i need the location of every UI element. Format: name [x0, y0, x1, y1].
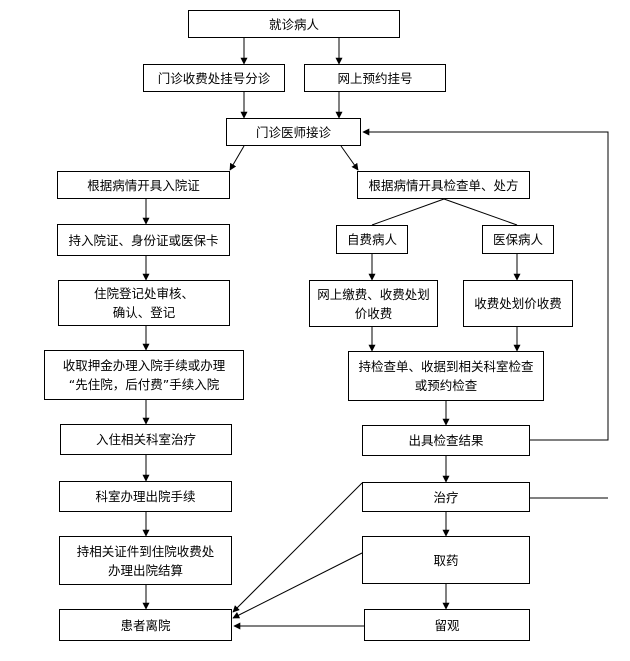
node-online-register: 网上预约挂号	[304, 64, 446, 92]
node-hold-cert-label: 持入院证、身份证或医保卡	[68, 232, 219, 248]
branch-to-self-pay	[371, 198, 445, 226]
node-ward-label: 入住相关科室治疗	[95, 432, 196, 447]
arrow-medicine-to-leave	[232, 552, 363, 619]
arrow-treatment-to-leave	[232, 482, 363, 613]
node-do-exam: 持检查单、收据到相关科室检查 或预约检查	[348, 351, 544, 401]
node-results: 出具检查结果	[362, 425, 530, 456]
node-deposit: 收取押金办理入院手续或办理 “先住院，后付费”手续入院	[44, 350, 244, 400]
node-ward: 入住相关科室治疗	[60, 424, 232, 455]
node-insured: 医保病人	[482, 225, 554, 254]
node-online-pay-label: 网上缴费、收费处划 价收费	[317, 286, 430, 321]
node-insured-label: 医保病人	[492, 232, 543, 247]
node-self-pay-label: 自费病人	[346, 232, 397, 247]
node-pricing: 收费处划价收费	[463, 280, 573, 327]
node-discharge: 科室办理出院手续	[59, 481, 232, 512]
node-treatment: 治疗	[362, 482, 530, 512]
node-registration-office-label: 住院登记处审核、 确认、登记	[93, 286, 194, 320]
node-deposit-label: 收取押金办理入院手续或办理 “先住院，后付费”手续入院	[62, 358, 226, 392]
node-settlement: 持相关证件到住院收费处 办理出院结算	[59, 536, 232, 585]
node-discharge-label: 科室办理出院手续	[95, 489, 196, 504]
node-settlement-label: 持相关证件到住院收费处 办理出院结算	[76, 543, 215, 578]
node-exam-orders-label: 根据病情开具检查单、处方	[368, 177, 519, 193]
node-registration-office: 住院登记处审核、 确认、登记	[58, 280, 230, 326]
node-pricing-label: 收费处划价收费	[474, 296, 562, 311]
node-admission-cert-label: 根据病情开具入院证	[87, 177, 200, 193]
node-online-pay: 网上缴费、收费处划 价收费	[309, 280, 438, 327]
node-outpatient-register: 门诊收费处挂号分诊	[143, 64, 285, 92]
node-online-register-label: 网上预约挂号	[337, 70, 413, 86]
node-observe-label: 留观	[434, 617, 460, 633]
branch-to-insured	[443, 198, 518, 226]
node-observe: 留观	[364, 609, 530, 641]
node-leave: 患者离院	[59, 609, 232, 641]
node-patient: 就诊病人	[188, 10, 400, 38]
node-admission-cert: 根据病情开具入院证	[57, 171, 230, 199]
node-medicine-label: 取药	[433, 552, 459, 568]
node-self-pay: 自费病人	[336, 225, 408, 254]
node-results-label: 出具检查结果	[408, 433, 484, 448]
node-patient-label: 就诊病人	[268, 16, 319, 32]
node-medicine: 取药	[362, 536, 530, 584]
node-do-exam-label: 持检查单、收据到相关科室检查 或预约检查	[358, 359, 534, 393]
node-treatment-label: 治疗	[433, 489, 459, 505]
node-leave-label: 患者离院	[120, 617, 171, 633]
arrow-doctor-to-admission	[229, 145, 245, 171]
loop-results-to-doctor	[362, 128, 609, 441]
node-outpatient-register-label: 门诊收费处挂号分诊	[157, 70, 271, 86]
node-doctor: 门诊医师接诊	[226, 118, 361, 146]
node-hold-cert: 持入院证、身份证或医保卡	[57, 224, 230, 256]
arrow-doctor-to-exam	[340, 145, 359, 171]
node-exam-orders: 根据病情开具检查单、处方	[357, 171, 530, 199]
node-doctor-label: 门诊医师接诊	[255, 124, 331, 140]
